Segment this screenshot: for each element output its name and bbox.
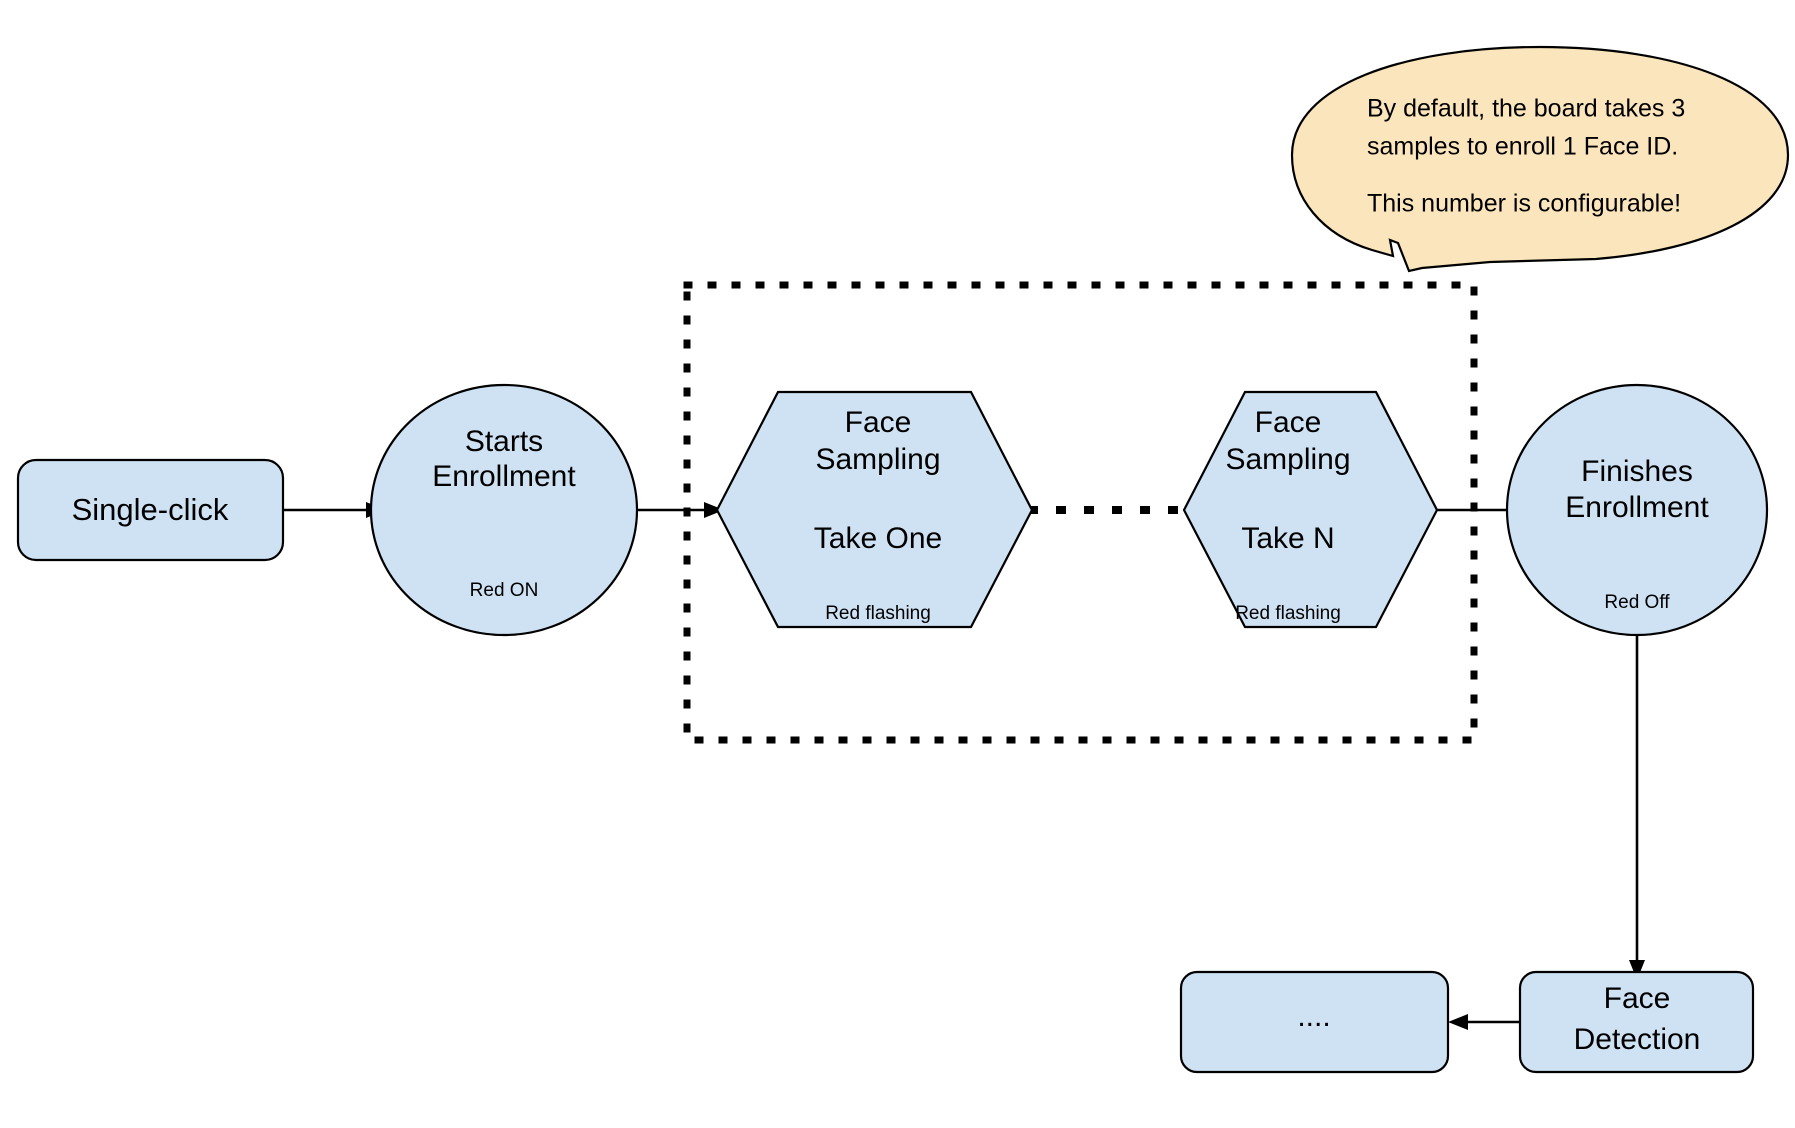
node-finishes-enrollment[interactable]: Finishes Enrollment Red Off (1505, 383, 1769, 637)
node-single-click[interactable]: Single-click (16, 458, 285, 562)
face-sampling-one-status: Red flashing (825, 603, 931, 624)
ellipsis-box-label: .... (1297, 1000, 1330, 1033)
edge-finishes-to-face-detection (1629, 630, 1645, 980)
callout-line-1: By default, the board takes 3 (1367, 95, 1685, 123)
single-click-label: Single-click (72, 492, 229, 527)
face-sampling-one-take: Take One (814, 522, 942, 555)
callout-line-2: samples to enroll 1 Face ID. (1367, 133, 1678, 161)
node-face-sampling-n[interactable]: Face Sampling Take N Red flashing (1182, 390, 1439, 629)
edge-starts-to-sampling-one (637, 502, 724, 518)
node-ellipsis-box[interactable]: .... (1179, 970, 1450, 1074)
face-sampling-one-label-line2: Sampling (815, 443, 940, 476)
face-sampling-n-label-line1: Face (1255, 406, 1322, 439)
face-sampling-one-label-line1: Face (845, 406, 912, 439)
node-starts-enrollment[interactable]: Starts Enrollment Red ON (369, 383, 639, 637)
starts-enrollment-label-line2: Enrollment (432, 460, 576, 493)
callout-balloon: By default, the board takes 3 samples to… (1290, 45, 1790, 273)
finishes-enrollment-status: Red Off (1604, 592, 1670, 613)
finishes-enrollment-label-line2: Enrollment (1565, 491, 1709, 524)
face-sampling-n-label-line2: Sampling (1225, 443, 1350, 476)
starts-enrollment-label-line1: Starts (465, 425, 543, 458)
sampling-loop-group-box (683, 281, 1478, 744)
face-sampling-n-status: Red flashing (1235, 603, 1341, 624)
face-sampling-n-take: Take N (1241, 522, 1334, 555)
starts-enrollment-status: Red ON (470, 580, 539, 601)
node-face-detection[interactable]: Face Detection (1518, 970, 1755, 1074)
face-detection-label-line2: Detection (1574, 1023, 1701, 1056)
face-detection-label-line1: Face (1604, 982, 1671, 1015)
callout-line-3: This number is configurable! (1367, 190, 1681, 218)
finishes-enrollment-label-line1: Finishes (1581, 455, 1693, 488)
node-face-sampling-one[interactable]: Face Sampling Take One Red flashing (715, 390, 1034, 629)
edge-face-detection-to-ellipsis (1448, 1014, 1520, 1030)
